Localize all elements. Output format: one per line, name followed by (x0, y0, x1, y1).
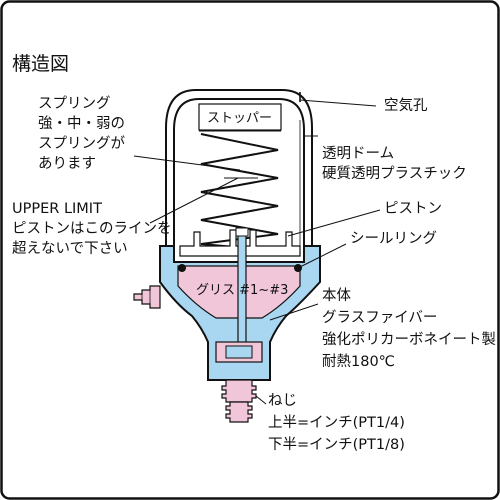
thread-upper (221, 379, 257, 403)
note-spring-line-1: スプリング (38, 95, 111, 112)
label-body-line-4: 耐熱180℃ (322, 353, 395, 370)
thread-lower (225, 401, 253, 423)
seal-ring-left (178, 264, 186, 272)
note-upper-limit-line-1: UPPER LIMIT (12, 201, 102, 217)
label-seal-ring: シールリング (350, 230, 437, 247)
label-thread-line-3: 下半=インチ(PT1/8) (268, 436, 405, 453)
label-body-line-3: 強化ポリカーボネイート製 (322, 331, 496, 348)
leader-piston (287, 209, 381, 237)
tag-stopper: ストッパー (207, 111, 272, 126)
note-spring-line-2: 強・中・弱の (38, 115, 125, 132)
label-dome-line-1: 透明ドーム (322, 145, 394, 162)
leader-upper-limit (149, 177, 239, 224)
label-dome-line-2: 硬質透明プラスチック (322, 164, 467, 182)
note-spring-line-4: あります (38, 155, 96, 172)
piston (179, 229, 301, 257)
label-thread-line-2: 上半=インチ(PT1/4) (268, 414, 405, 431)
label-air-hole: 空気孔 (384, 97, 428, 114)
label-piston: ピストン (384, 200, 442, 217)
note-spring-line-3: スプリングが (38, 135, 125, 152)
diagram-title: 構造図 (12, 53, 69, 75)
note-upper-limit-line-3: 超えないで下さい (12, 240, 128, 257)
stem-cap (235, 227, 249, 237)
valve-core (225, 345, 253, 359)
label-thread-line-1: ねじ (268, 392, 297, 409)
leader-air-hole (299, 99, 377, 107)
leader-body (269, 303, 319, 321)
leader-spring (133, 155, 241, 171)
note-upper-limit-line-2: ピストンはこのラインを (12, 220, 172, 237)
leader-thread (255, 395, 267, 405)
label-body-line-1: 本体 (322, 287, 351, 304)
label-body-line-2: グラスファイバー (322, 309, 437, 326)
stopper-bar (198, 103, 282, 131)
tag-grease: グリス #1~#3 (196, 283, 288, 298)
leader-seal-ring (297, 243, 347, 269)
